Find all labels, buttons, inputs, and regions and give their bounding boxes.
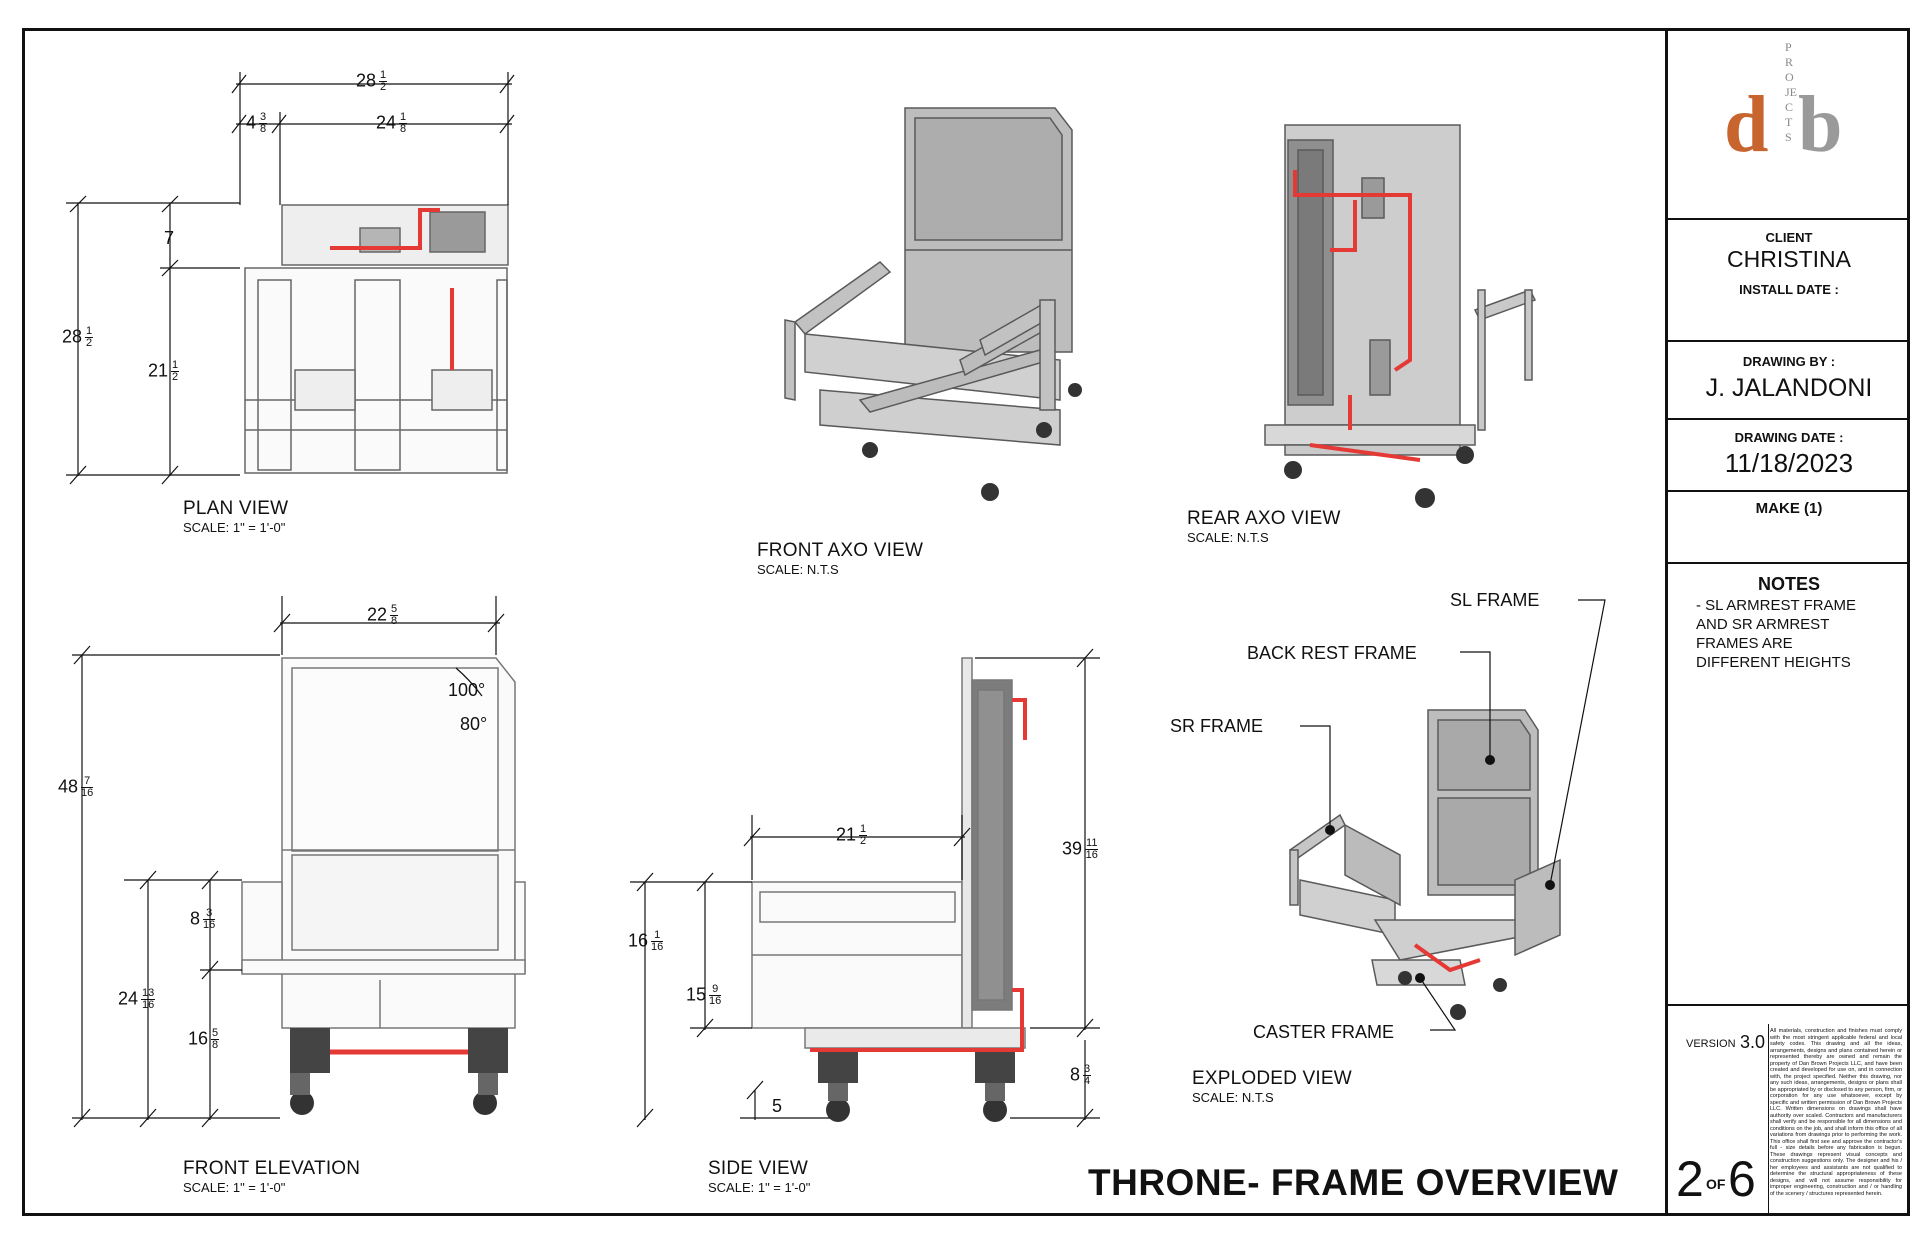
plan-view-drawing <box>244 204 509 474</box>
front-axo-title: FRONT AXO VIEW <box>757 540 924 561</box>
side-view-drawing <box>751 657 1026 1049</box>
notes-section: NOTES - SL ARMREST FRAME AND SR ARMREST … <box>1668 562 1910 1006</box>
plan-view-scale: SCALE: 1" = 1'-0" <box>183 520 286 535</box>
sheet-number: 2 <box>1676 1151 1704 1207</box>
plan-view-title: PLAN VIEW <box>183 498 289 519</box>
logo-projects-text: PROJECTS <box>1785 40 1797 144</box>
front-axo-casters <box>862 383 1082 501</box>
callout-sl-frame: SL FRAME <box>1450 590 1540 610</box>
logo-area: d b PROJECTS <box>1668 28 1910 220</box>
notes-text: - SL ARMREST FRAME AND SR ARMREST FRAMES… <box>1696 597 1857 671</box>
sheet-of-label: OF <box>1706 1176 1726 1192</box>
legal-disclaimer: All materials, construction and finishes… <box>1770 1028 1902 1197</box>
sheet-title: THRONE- FRAME OVERVIEW <box>1088 1162 1619 1203</box>
exploded-view-drawing <box>1289 709 1561 986</box>
exploded-leader-dots <box>1325 755 1555 983</box>
drawing-sheet-border <box>22 28 1910 1216</box>
rear-axo-casters <box>1284 446 1474 508</box>
rear-axo-hoses <box>1293 170 1421 462</box>
install-date-label: INSTALL DATE : <box>1739 282 1839 297</box>
drawing-by-label: DRAWING BY : <box>1742 354 1836 369</box>
make-label: MAKE (1) <box>1755 500 1823 517</box>
title-block: d b PROJECTS CLIENT CHRISTINA INSTALL DA… <box>1665 28 1910 1216</box>
exploded-leaders <box>1300 599 1606 1031</box>
version-label: VERSION <box>1686 1038 1736 1050</box>
side-view-scale: SCALE: 1" = 1'-0" <box>708 1180 811 1195</box>
dim-front-elev-angle-80: 80° <box>460 714 488 734</box>
front-elevation-scale: SCALE: 1" = 1'-0" <box>183 1180 286 1195</box>
front-elevation-casters <box>290 1028 508 1115</box>
dim-side-5: 5 <box>772 1096 783 1116</box>
exploded-view-title: EXPLODED VIEW <box>1192 1068 1352 1089</box>
front-elevation-dimensions <box>72 596 505 1128</box>
exploded-view-scale: SCALE: N.T.S <box>1192 1090 1274 1105</box>
version-section: VERSION 3.0 All materials, construction … <box>1668 1004 1910 1216</box>
rear-axo-drawing <box>1264 124 1537 456</box>
front-elevation-title: FRONT ELEVATION <box>183 1158 361 1179</box>
dim-plan-depth-7: 7 <box>164 228 175 248</box>
version-divider <box>1768 1024 1769 1216</box>
rear-axo-title: REAR AXO VIEW <box>1187 508 1341 529</box>
drawing-by-value: J. JALANDONI <box>1705 374 1873 402</box>
client-section: CLIENT CHRISTINA INSTALL DATE : <box>1668 218 1910 342</box>
plan-view-dimensions <box>66 72 515 485</box>
side-view-hoses <box>810 698 1027 1052</box>
logo-letter-b: b <box>1798 81 1843 169</box>
notes-title: NOTES <box>1757 574 1820 594</box>
drawing-date-label: DRAWING DATE : <box>1734 430 1844 445</box>
sheet-total: 6 <box>1728 1151 1756 1207</box>
make-section: MAKE (1) <box>1668 490 1910 564</box>
exploded-casters <box>1398 971 1507 1020</box>
callout-back-rest-frame: BACK REST FRAME <box>1247 643 1417 663</box>
drawing-by-section: DRAWING BY : J. JALANDONI <box>1668 340 1910 420</box>
front-axo-drawing <box>784 107 1073 446</box>
client-value: CHRISTINA <box>1727 246 1851 272</box>
logo-letter-d: d <box>1724 81 1769 169</box>
dim-front-elev-angle-100: 100° <box>448 680 486 700</box>
plan-view-hoses <box>330 208 454 370</box>
drawing-date-section: DRAWING DATE : 11/18/2023 <box>1668 418 1910 492</box>
side-view-title: SIDE VIEW <box>708 1158 808 1179</box>
client-label: CLIENT <box>1765 230 1813 245</box>
drawing-date-value: 11/18/2023 <box>1724 448 1854 478</box>
exploded-caster-frame-hose <box>1413 943 1481 973</box>
front-axo-scale: SCALE: N.T.S <box>757 562 839 577</box>
callout-sr-frame: SR FRAME <box>1170 716 1264 736</box>
version-value: 3.0 <box>1740 1032 1766 1052</box>
rear-axo-scale: SCALE: N.T.S <box>1187 530 1269 545</box>
front-elevation-drawing <box>241 657 526 1029</box>
callout-caster-frame: CASTER FRAME <box>1253 1022 1395 1042</box>
side-view-casters <box>818 1048 1015 1122</box>
side-view-dimensions <box>630 648 1100 1128</box>
